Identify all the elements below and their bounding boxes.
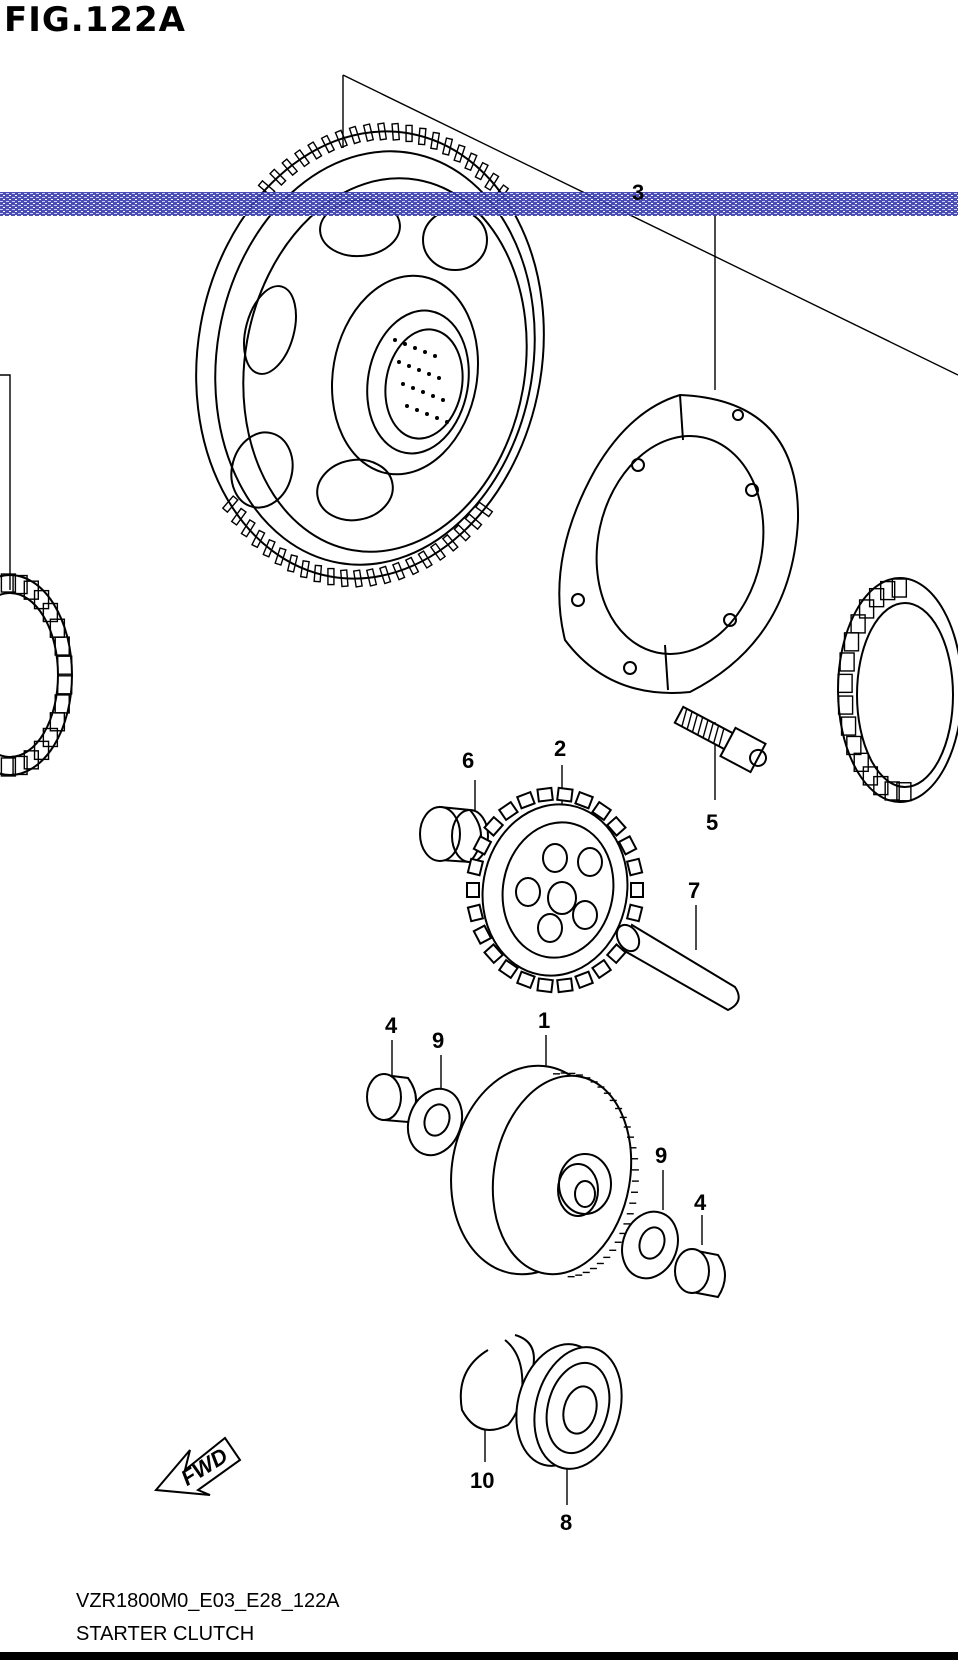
idle-gear-shaft (615, 923, 740, 1012)
callout-6: 6 (462, 748, 474, 773)
bearing (515, 1343, 623, 1470)
bottom-border (0, 1652, 958, 1660)
callout-labels: 3 6 2 5 7 4 9 1 9 4 10 8 (385, 180, 718, 1535)
hub-bearing-dots (393, 338, 449, 424)
washer-right (621, 1210, 679, 1280)
bolt (673, 705, 768, 774)
one-way-clutch-left (0, 573, 73, 777)
callout-9-right: 9 (655, 1143, 667, 1168)
callout-10: 10 (470, 1468, 494, 1493)
callout-1: 1 (538, 1008, 550, 1033)
one-way-clutch-housing (558, 393, 800, 694)
starter-clutch-gear (450, 1064, 639, 1278)
callout-4-right: 4 (694, 1190, 707, 1215)
fwd-arrow: FWD (153, 1436, 242, 1496)
one-way-clutch-right (837, 577, 958, 803)
callout-5: 5 (706, 810, 718, 835)
diagram-code: VZR1800M0_E03_E28_122A (76, 1590, 340, 1612)
callout-4-left: 4 (385, 1013, 398, 1038)
figure-title: FIG.122A (4, 0, 186, 40)
starter-driven-gear (195, 122, 545, 588)
bushing-right (674, 1248, 726, 1299)
callout-2: 2 (554, 736, 566, 761)
callout-7: 7 (688, 878, 700, 903)
diagram-name: STARTER CLUTCH (76, 1623, 255, 1645)
bushing-left (366, 1073, 417, 1124)
callout-9-left: 9 (432, 1028, 444, 1053)
scan-band (0, 192, 958, 216)
leader-lines (0, 74, 958, 1505)
callout-3: 3 (632, 180, 644, 205)
callout-8: 8 (560, 1510, 572, 1535)
idle-gear (466, 786, 644, 994)
bushing (419, 805, 489, 864)
